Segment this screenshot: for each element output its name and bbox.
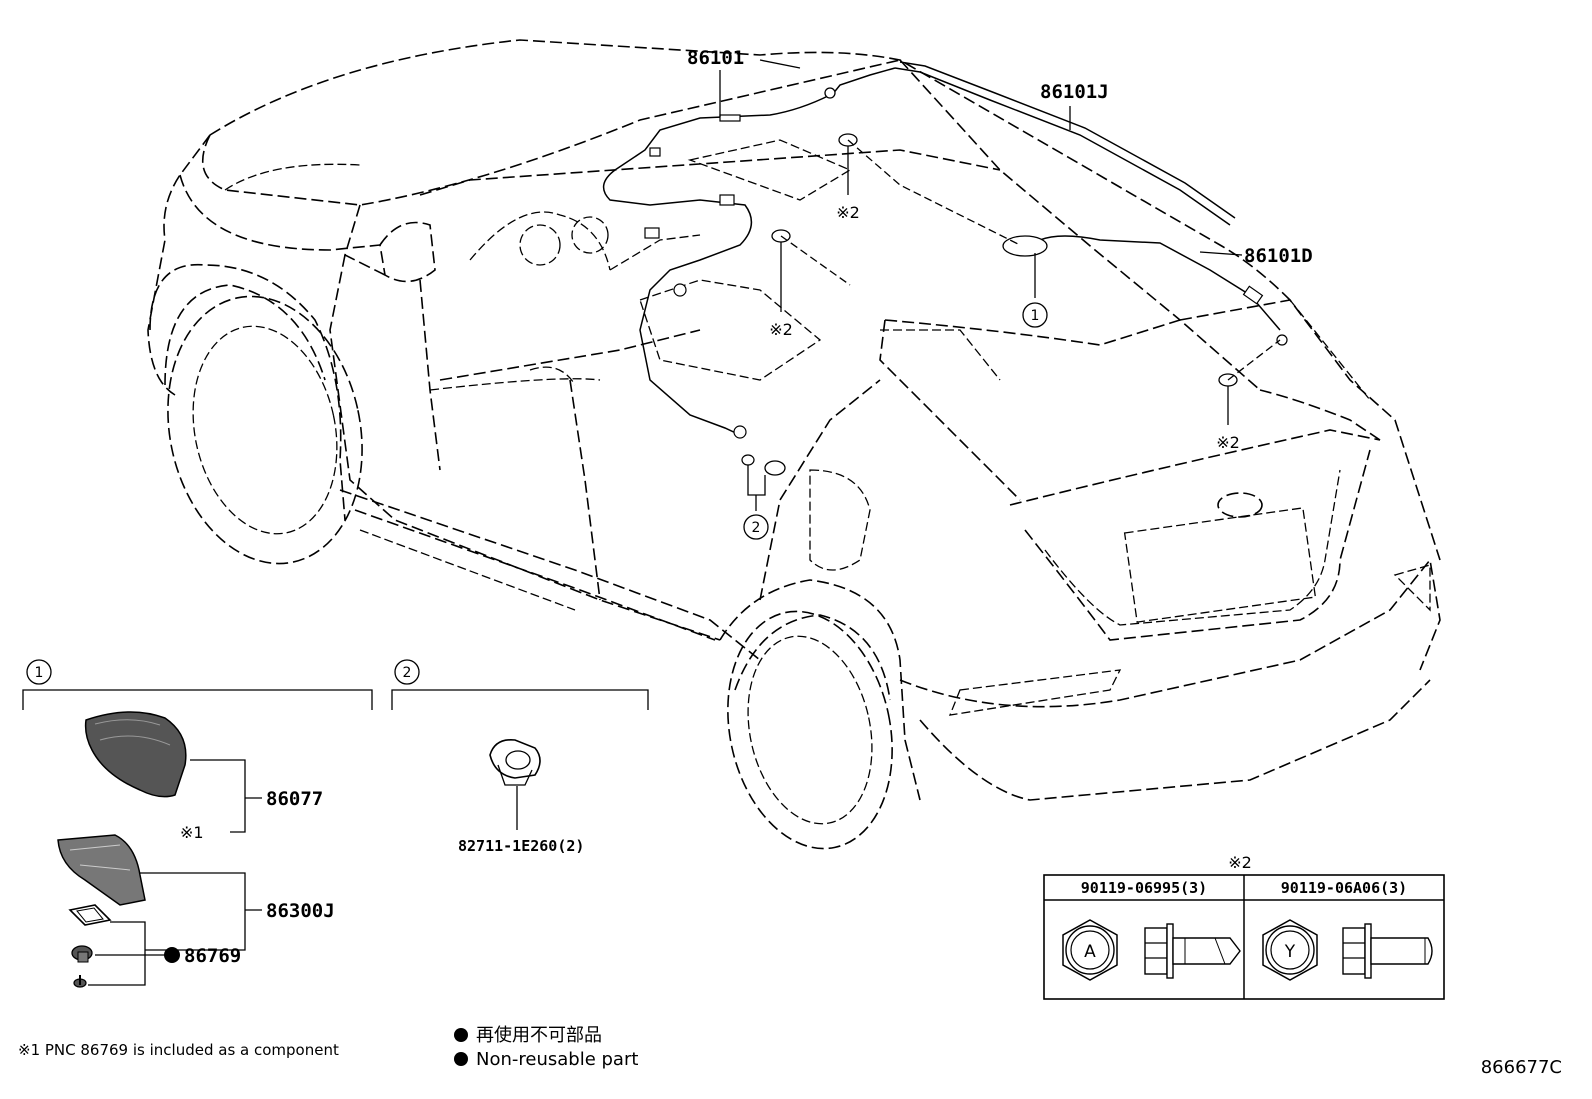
fastener-table-ref: ※2 xyxy=(1228,853,1252,872)
fastener-code-a: 90119-06995(3) xyxy=(1081,879,1207,897)
clip-fastener-roof xyxy=(838,133,858,195)
bolt-y-side xyxy=(1342,923,1433,979)
bolt-y-head: Y xyxy=(1262,919,1318,981)
detail-group-2: 2 82711-1E260(2) xyxy=(391,659,649,855)
antenna-cover-86077 xyxy=(84,711,187,798)
svg-text:2: 2 xyxy=(752,520,761,536)
front-wheel xyxy=(167,295,363,565)
ref2-roof: ※2 xyxy=(836,203,860,222)
fastener-code-b: 90119-06A06(3) xyxy=(1281,879,1407,897)
callout-circle-2-car: 2 xyxy=(743,514,769,540)
bolt-a-side xyxy=(1144,923,1241,979)
label-82711-1E260: 82711-1E260(2) xyxy=(458,837,584,855)
non-reusable-dot-86769 xyxy=(164,947,180,963)
ref2-dash: ※2 xyxy=(769,320,793,339)
legend-dot-en xyxy=(454,1052,468,1066)
clip-fastener-dash xyxy=(771,229,791,312)
rear-wheel xyxy=(727,610,893,850)
legend-text-en: Non-reusable part xyxy=(476,1049,638,1070)
antenna-screw xyxy=(73,975,87,988)
bolt-a-head: A xyxy=(1062,919,1118,981)
label-86101: 86101 xyxy=(687,47,744,69)
label-86300J: 86300J xyxy=(266,900,335,922)
clamp-82711-1E260 xyxy=(489,738,541,786)
antenna-nut xyxy=(71,945,93,963)
label-86077: 86077 xyxy=(266,788,323,810)
antenna-cord-86101 xyxy=(602,67,896,439)
legend-dot-jp xyxy=(454,1028,468,1042)
svg-text:2: 2 xyxy=(403,665,412,681)
antenna-cord-86101J xyxy=(894,61,1236,226)
legend-text-jp: 再使用不可部品 xyxy=(476,1025,602,1046)
antenna-assembly-86300J xyxy=(57,834,146,906)
label-86769: 86769 xyxy=(184,945,241,967)
ref2-rear: ※2 xyxy=(1216,433,1240,452)
svg-text:1: 1 xyxy=(35,665,44,681)
callout-circle-1-car: 1 xyxy=(1022,302,1048,328)
vehicle-outline xyxy=(147,39,1441,801)
fastener-table: ※2 90119-06995(3) 90119-06A06(3) A xyxy=(1043,853,1445,1000)
detail-group-1: 1 86077 ※1 86300J xyxy=(22,659,373,988)
svg-text:A: A xyxy=(1084,942,1096,962)
antenna-clamp-on-car xyxy=(741,454,786,511)
clip-fastener-rear xyxy=(1218,373,1238,425)
label-86101D: 86101D xyxy=(1244,245,1313,267)
footnote-pnc: ※1 PNC 86769 is included as a component xyxy=(18,1041,339,1059)
svg-text:Y: Y xyxy=(1284,942,1296,962)
ref1-mark: ※1 xyxy=(180,823,204,842)
label-86101J: 86101J xyxy=(1040,81,1109,103)
figure-code: 866677C xyxy=(1481,1057,1562,1078)
svg-text:1: 1 xyxy=(1031,308,1040,324)
legend: 再使用不可部品 Non-reusable part xyxy=(454,1025,638,1070)
antenna-pad xyxy=(68,904,112,926)
antenna-cord-86101D xyxy=(1002,235,1288,346)
